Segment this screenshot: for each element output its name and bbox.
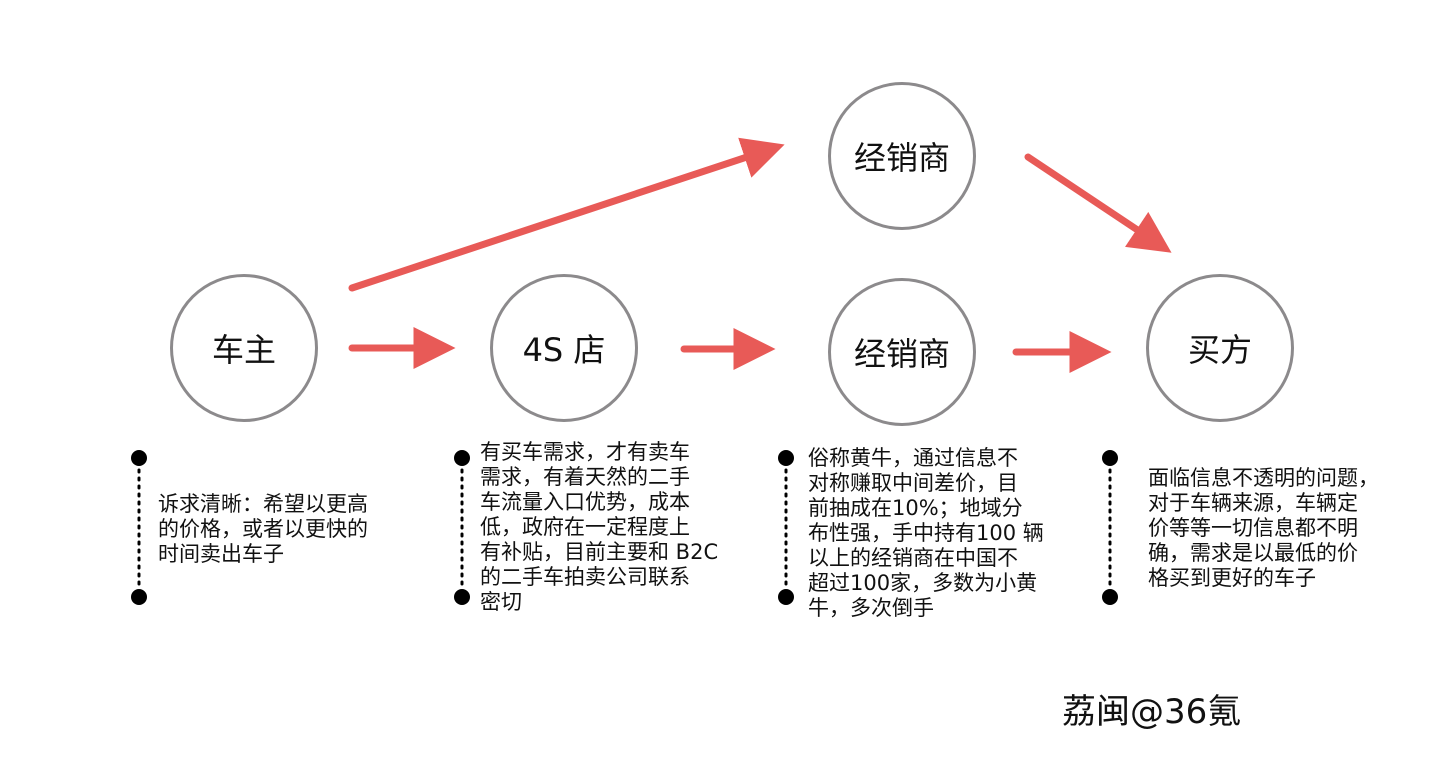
bullet-marker-owner xyxy=(131,450,147,605)
node-buyer-label: 买方 xyxy=(1187,331,1252,369)
arrow-owner-to-broker-top xyxy=(348,137,785,292)
arrow-broker-top-to-buyer xyxy=(1024,153,1172,253)
node-broker-mid-label: 经销商 xyxy=(853,335,950,373)
description-owner: 诉求清晰：希望以更高 的价格，或者以更快的 时间卖出车子 xyxy=(158,492,368,566)
node-broker-mid: 经销商 xyxy=(828,278,976,426)
watermark: 荔闽@36氪 xyxy=(1062,692,1242,732)
node-broker-top-label: 经销商 xyxy=(853,139,950,177)
node-4s-dealer: 4S 店 xyxy=(490,274,638,422)
description-buyer: 面临信息不透明的问题， 对于车辆来源，车辆定 价等等一切信息都不明 确，需求是以… xyxy=(1148,466,1379,590)
bullet-marker-buyer xyxy=(1102,450,1118,605)
node-4s-dealer-label: 4S 店 xyxy=(522,331,606,369)
node-buyer: 买方 xyxy=(1146,274,1294,422)
bullet-marker-broker xyxy=(778,450,794,605)
node-owner: 车主 xyxy=(170,274,318,422)
description-4s-dealer: 有买车需求，才有卖车 需求，有着天然的二手 车流量入口优势，成本 低，政府在一定… xyxy=(480,440,719,614)
description-broker: 俗称黄牛，通过信息不 对称赚取中间差价，目 前抽成在10%；地域分 布性强，手中… xyxy=(808,446,1044,620)
node-owner-label: 车主 xyxy=(211,331,276,369)
bullet-marker-4s xyxy=(454,450,470,605)
node-broker-top: 经销商 xyxy=(828,82,976,230)
